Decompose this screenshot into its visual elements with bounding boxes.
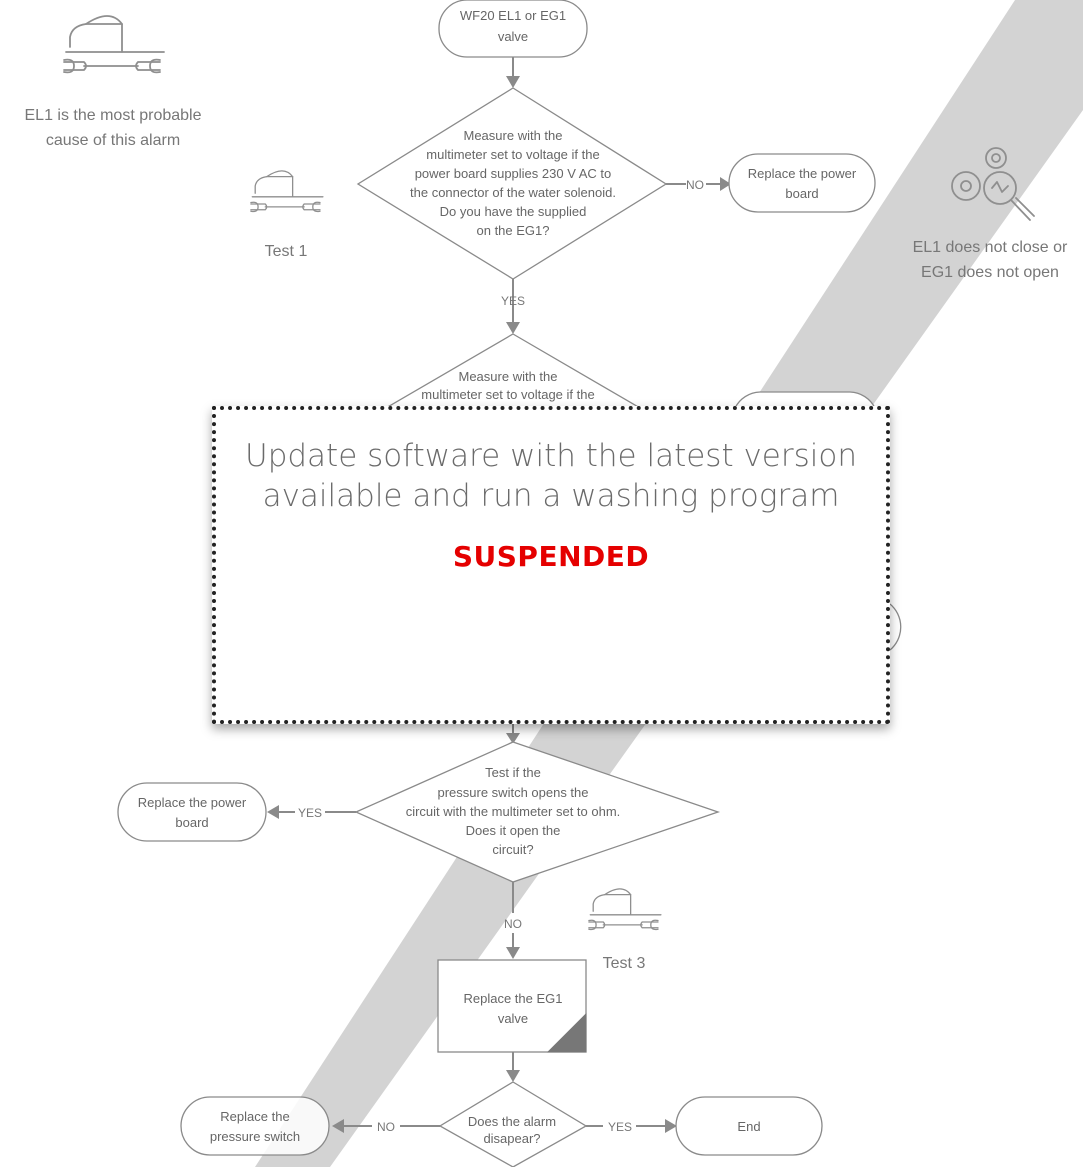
decision1-line-1: Measure with the (464, 128, 563, 143)
symptom-line-1: EL1 does not close or (913, 239, 1068, 256)
symptom-line-2: EG1 does not open (921, 264, 1059, 281)
test1-label: Test 1 (265, 243, 308, 260)
update-software-message: Update software with the latest version … (245, 438, 857, 514)
hidden-terminator-edge (889, 603, 902, 651)
decision3-line-4: Does it open the (466, 823, 561, 838)
end-label: End (737, 1119, 760, 1134)
start-line-1: WF20 EL1 or EG1 (460, 8, 566, 23)
replace-pressure-switch-line-1: Replace the (220, 1109, 289, 1124)
replace-power-board-2-line-2: board (175, 815, 208, 830)
decision3-yes-label: YES (298, 806, 322, 820)
gears-magnifier-icon (951, 147, 1035, 221)
replace-power-board-terminator-1: Replace the power board (728, 153, 876, 213)
decision-supply-check: Measure with the multimeter set to volta… (356, 87, 668, 280)
probable-cause-line-1: EL1 is the most probable (25, 107, 202, 124)
decision4-line-1: Does the alarm (468, 1114, 556, 1129)
decision3-line-3: circuit with the multimeter set to ohm. (406, 804, 621, 819)
replace-power-board-terminator-2: Replace the power board (117, 782, 267, 842)
decision4-line-2: disapear? (483, 1131, 540, 1146)
replace-eg1-line-1: Replace the EG1 (463, 991, 562, 1006)
replace-eg1-line-2: valve (498, 1011, 528, 1026)
decision4-no-label: NO (377, 1120, 395, 1134)
decision1-line-2: multimeter set to voltage if the (426, 147, 599, 162)
technician-wrench-icon (588, 888, 662, 931)
decision1-line-5: Do you have the supplied (440, 204, 587, 219)
decision3-line-1: Test if the (485, 765, 541, 780)
decision-second-measure: Measure with the multimeter set to volta… (383, 333, 643, 409)
probable-cause-line-2: cause of this alarm (46, 132, 180, 149)
decision1-yes-label: YES (501, 294, 525, 308)
replace-eg1-process: Replace the EG1 valve (437, 959, 587, 1053)
replace-power-board-2-line-1: Replace the power (138, 795, 247, 810)
decision2-line-1: Measure with the (459, 369, 558, 384)
decision3-no-label: NO (504, 917, 522, 931)
decision1-line-4: the connector of the water solenoid. (410, 185, 616, 200)
end-terminator: End (675, 1096, 823, 1156)
decision1-line-6: on the EG1? (477, 223, 550, 238)
decision-alarm-disappear: Does the alarm disapear? (438, 1081, 588, 1167)
start-terminator: WF20 EL1 or EG1 valve (438, 0, 588, 58)
decision1-no-label: NO (686, 178, 704, 192)
start-line-2: valve (498, 29, 528, 44)
technician-wrench-icon (250, 170, 324, 213)
test3-label: Test 3 (603, 955, 646, 972)
replace-pressure-switch-terminator: Replace the pressure switch (180, 1096, 330, 1156)
replace-power-board-1-line-1: Replace the power (748, 166, 857, 181)
decision3-line-5: circuit? (492, 842, 533, 857)
suspended-status: SUSPENDED (452, 540, 650, 573)
technician-wrench-icon (63, 15, 165, 74)
hidden-terminator-top (733, 391, 877, 409)
decision1-line-3: power board supplies 230 V AC to (415, 166, 612, 181)
decision4-yes-label: YES (608, 1120, 632, 1134)
replace-power-board-1-line-2: board (785, 186, 818, 201)
decision-pressure-switch: Test if the pressure switch opens the ci… (354, 741, 721, 883)
replace-pressure-switch-line-2: pressure switch (210, 1129, 300, 1144)
suspended-notice: Update software with the latest version … (212, 406, 890, 724)
decision3-line-2: pressure switch opens the (437, 785, 588, 800)
decision2-line-2: multimeter set to voltage if the (421, 387, 594, 402)
